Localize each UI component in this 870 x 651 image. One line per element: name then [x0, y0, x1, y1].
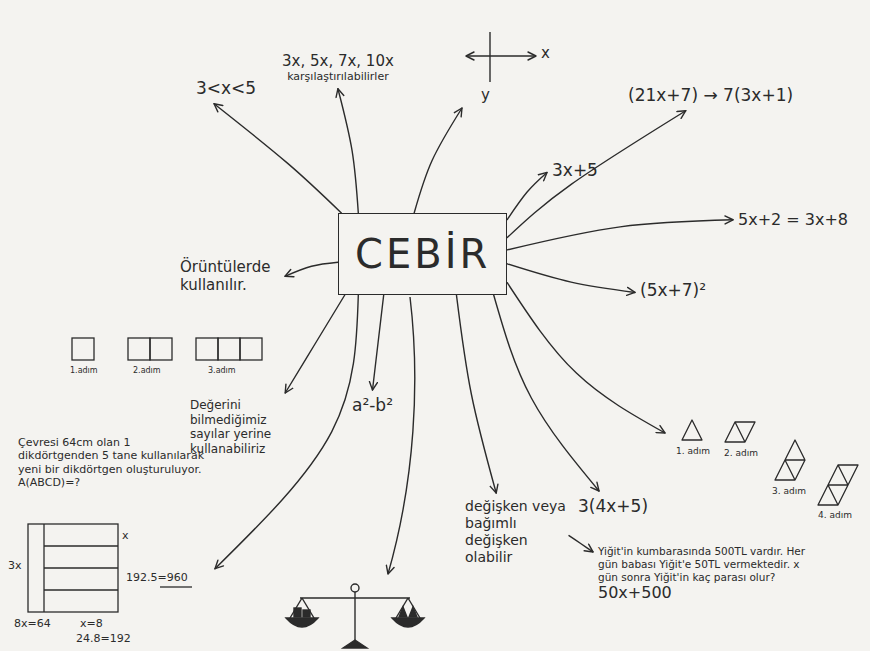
branch-arrow — [285, 262, 338, 276]
node-text: değişken veya bağımlı değişken olabilir — [465, 498, 569, 566]
pattern-square — [196, 338, 218, 360]
inner-line — [44, 589, 118, 590]
underline — [160, 586, 192, 587]
inner-line — [44, 545, 118, 546]
figure-label: x — [122, 530, 129, 543]
node-subtext: karşılaştırılabilirler — [282, 70, 394, 83]
scale-knob — [351, 584, 359, 592]
branch-note: 3x, 5x, 7x, 10xkarşılaştırılabilirler — [282, 52, 394, 84]
pattern-square — [72, 338, 94, 360]
node-text: Çevresi 64cm olan 1 dikdörtgenden 5 tane… — [18, 436, 210, 490]
figure-label: 192.5=960 — [126, 572, 188, 585]
node-text: a²-b² — [352, 395, 393, 416]
node-text: (5x+7)² — [640, 280, 706, 301]
square-pattern — [72, 338, 262, 360]
y-axis — [489, 32, 490, 82]
scale-string — [302, 598, 314, 618]
branch-arrow — [507, 264, 635, 293]
branch-arrow — [507, 111, 686, 238]
branch-arrow — [372, 295, 383, 390]
branch-arrow — [569, 536, 593, 552]
pattern-square — [218, 338, 240, 360]
figure-label: 3.adım — [208, 366, 236, 375]
node-text: 3(4x+5) — [578, 496, 648, 517]
branch-note: Değerini bilmediğimiz sayılar yerine kul… — [190, 398, 302, 457]
coordinate-axes — [466, 32, 536, 82]
rectangle-figure — [28, 524, 192, 612]
pattern-square — [128, 338, 150, 360]
branch-arrow — [507, 220, 733, 250]
pattern-steps: 1. adım 2. adım 3. adım 4. adım — [670, 410, 862, 525]
node-subtext: y — [481, 86, 490, 104]
node-text: Değerini bilmediğimiz sayılar yerine kul… — [190, 398, 302, 457]
pattern-square — [240, 338, 262, 360]
triangle-pattern — [682, 420, 858, 505]
connector-group — [214, 89, 733, 569]
branch-arrow — [507, 283, 665, 433]
scale-post — [354, 592, 355, 646]
branch-note: Örüntülerde kullanılır. — [180, 258, 280, 295]
node-text: 1. adım — [676, 446, 710, 457]
topic-box: CEBİR — [338, 213, 507, 295]
branch-arrow — [285, 295, 345, 393]
node-subtext: 2. adım — [724, 448, 758, 459]
node-subtext: 50x+500 — [598, 583, 813, 603]
arrow-line — [388, 297, 415, 574]
branch-arrow — [456, 295, 496, 493]
branch-note: (5x+7)² — [640, 280, 706, 301]
branch-arrow — [338, 89, 358, 213]
branch-note: (21x+7) → 7(3x+1) — [628, 85, 793, 106]
branch-arrow — [494, 295, 599, 491]
branch-note: 3<x<5 — [196, 78, 256, 99]
outer-rectangle — [28, 524, 118, 612]
branch-arrow — [507, 172, 547, 219]
word-problem: Yiğit'in kumbarasında 500TL vardır. Her … — [598, 545, 813, 603]
axis-labels: xy — [455, 28, 555, 103]
node-text: x — [541, 44, 550, 62]
scale-base — [343, 640, 367, 648]
branch-note: 3(4x+5) — [578, 496, 648, 517]
figure-label: 24.8=192 — [76, 633, 131, 646]
node-subtext: 3. adım — [772, 486, 806, 497]
node-text: Yiğit'in kumbarasında 500TL vardır. Her … — [598, 545, 813, 583]
branch-note: a²-b² — [352, 395, 393, 416]
figure-label: x=8 — [80, 618, 103, 631]
node-text: (21x+7) → 7(3x+1) — [628, 85, 793, 106]
figure-label: 1.adım — [70, 366, 98, 375]
figure-label: 2.adım — [133, 366, 161, 375]
pattern-triangle — [818, 465, 858, 505]
scale-pan — [286, 618, 318, 627]
node-subtext: 4. adım — [818, 510, 852, 521]
branch-note: değişken veya bağımlı değişken olabilir — [465, 498, 569, 566]
node-text: 3x, 5x, 7x, 10x — [282, 52, 394, 70]
scale-string — [290, 598, 302, 618]
weight — [399, 607, 417, 617]
scale-beam — [300, 597, 410, 598]
branch-arrow — [414, 108, 462, 213]
x-axis — [466, 55, 536, 56]
branch-note: 5x+2 = 3x+8 — [738, 210, 848, 230]
figure-label: 8x=64 — [14, 618, 51, 631]
node-text: 5x+2 = 3x+8 — [738, 210, 848, 230]
weight — [294, 608, 301, 617]
branch-note: 3x+5 — [552, 160, 598, 181]
node-text: Örüntülerde kullanılır. — [180, 258, 280, 295]
weight — [303, 610, 310, 617]
inner-line — [44, 567, 118, 568]
node-text: 3x+5 — [552, 160, 598, 181]
branch-arrow — [214, 104, 341, 213]
pattern-triangle — [725, 422, 755, 442]
node-text: 3<x<5 — [196, 78, 256, 99]
pattern-square — [150, 338, 172, 360]
pattern-triangle — [682, 420, 702, 440]
figure-label: 3x — [8, 560, 22, 573]
pattern-triangle — [775, 440, 805, 480]
node-text: CEBİR — [355, 230, 490, 279]
scale-pan — [392, 618, 424, 627]
